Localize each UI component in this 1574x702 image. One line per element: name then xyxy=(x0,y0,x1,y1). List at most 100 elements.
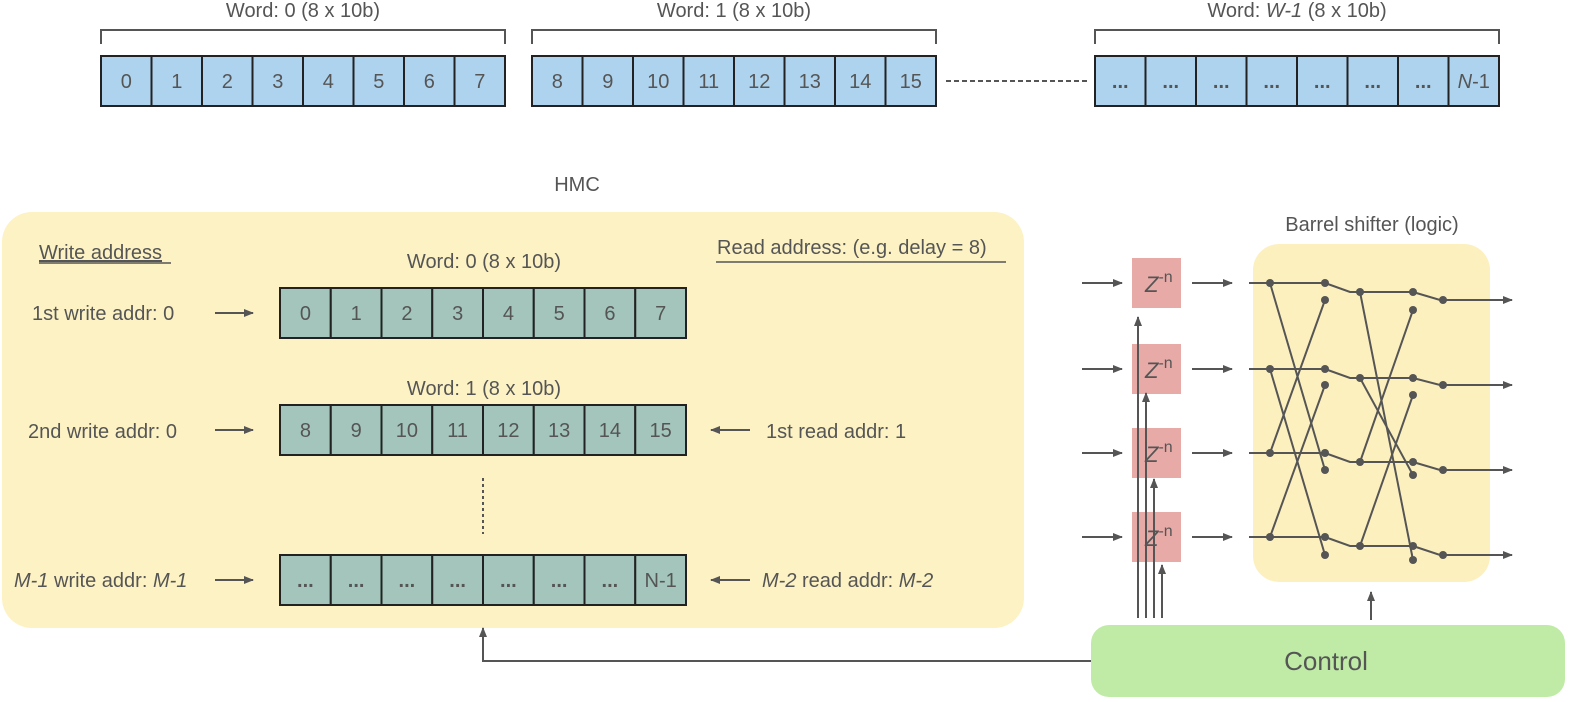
memory-cell xyxy=(279,287,332,339)
memory-cell xyxy=(482,554,535,606)
memory-cell xyxy=(1094,55,1147,107)
memory-cell-label: ... xyxy=(551,570,568,592)
memory-cell-label: ... xyxy=(1112,71,1129,93)
delay-block xyxy=(1132,428,1181,478)
memory-cell xyxy=(531,55,584,107)
delay-block-label: Z-n xyxy=(1144,439,1173,467)
memory-cell xyxy=(453,55,506,107)
memory-cell-label: 15 xyxy=(900,71,922,93)
memory-cell xyxy=(634,554,687,606)
top-word-1-bracket xyxy=(531,29,937,44)
memory-cell xyxy=(583,404,637,456)
memory-cell-label: ... xyxy=(1162,71,1179,93)
memory-cell xyxy=(431,404,484,456)
memory-cell-label: 3 xyxy=(452,303,463,325)
memory-cell xyxy=(380,554,434,606)
write-addr-last-label: M-1 write addr: M-1 xyxy=(14,570,187,592)
memory-cell-label: 0 xyxy=(121,71,132,93)
memory-cell xyxy=(532,287,586,339)
memory-cell-label: 10 xyxy=(396,420,418,442)
memory-cell-label: 15 xyxy=(650,420,672,442)
memory-cell xyxy=(352,55,405,107)
memory-cell-label: 6 xyxy=(604,303,615,325)
memory-cell xyxy=(431,287,484,339)
top-word-0-bracket xyxy=(100,29,506,44)
memory-cell-label: 2 xyxy=(222,71,233,93)
memory-cell-label: 5 xyxy=(554,303,565,325)
top-word-last-bracket xyxy=(1094,29,1500,44)
memory-cell xyxy=(783,55,836,107)
memory-cell xyxy=(100,55,153,107)
memory-cell-label: 9 xyxy=(351,420,362,442)
memory-cell-label: 4 xyxy=(323,71,334,93)
memory-cell xyxy=(302,55,355,107)
control-to-hmc-arrow xyxy=(479,627,1091,662)
barrel-shifter-title: Barrel shifter (logic) xyxy=(1285,214,1458,236)
memory-cell-label: 11 xyxy=(447,420,468,442)
memory-cell xyxy=(380,287,434,339)
memory-cell xyxy=(403,55,456,107)
memory-cell-label: 13 xyxy=(799,71,821,93)
memory-cell xyxy=(532,404,586,456)
memory-cell-label: 14 xyxy=(849,71,871,93)
memory-cell xyxy=(884,55,937,107)
memory-cell-label: ... xyxy=(1415,71,1432,93)
memory-cell xyxy=(1447,55,1500,107)
memory-cell xyxy=(1397,55,1450,107)
memory-cell-label: 14 xyxy=(599,420,621,442)
write-addr-1-label: 1st write addr: 0 xyxy=(32,303,174,325)
memory-cell-label: 12 xyxy=(748,71,770,93)
delay-blocks: Z-nZ-nZ-nZ-n xyxy=(1082,258,1233,562)
delay-block-label: Z-n xyxy=(1144,269,1173,297)
read-addr-1-label: 1st read addr: 1 xyxy=(766,421,906,443)
control-bus xyxy=(1134,316,1166,618)
memory-cell-label: ... xyxy=(500,570,517,592)
memory-cell-label: 7 xyxy=(474,71,485,93)
barrel-shifter-container xyxy=(1253,244,1490,582)
memory-cell xyxy=(150,55,203,107)
hmc-word-0-label: Word: 0 (8 x 10b) xyxy=(407,251,561,273)
memory-cell-label: ... xyxy=(1263,71,1280,93)
hmc-word-1-label: Word: 1 (8 x 10b) xyxy=(407,378,561,400)
memory-cell-label: N-1 xyxy=(645,570,677,592)
memory-cell-label: 1 xyxy=(351,303,362,325)
memory-cell-label: 4 xyxy=(503,303,514,325)
control-label: Control xyxy=(1284,646,1368,676)
memory-cell-label: ... xyxy=(1364,71,1381,93)
memory-cell-label: ... xyxy=(297,570,314,592)
read-address-header: Read address: (e.g. delay = 8) xyxy=(717,237,987,259)
memory-cell xyxy=(1346,55,1399,107)
memory-cell xyxy=(1245,55,1298,107)
memory-cell-label: 8 xyxy=(300,420,311,442)
memory-cell xyxy=(583,554,637,606)
memory-cell-label: 2 xyxy=(401,303,412,325)
memory-cell-label: 13 xyxy=(548,420,570,442)
memory-cell-label: ... xyxy=(348,570,365,592)
delay-block xyxy=(1132,512,1181,562)
memory-cell-label: ... xyxy=(449,570,466,592)
top-word-last-label: Word: W-1 (8 x 10b) xyxy=(1207,0,1386,22)
memory-cell-label: 9 xyxy=(602,71,613,93)
delay-block-label: Z-n xyxy=(1144,355,1173,383)
delay-block xyxy=(1132,258,1181,308)
memory-cell xyxy=(634,287,687,339)
top-word-1-label: Word: 1 (8 x 10b) xyxy=(657,0,811,22)
memory-cell-label: ... xyxy=(1213,71,1230,93)
memory-cell-label: ... xyxy=(602,570,619,592)
memory-cell xyxy=(279,404,332,456)
memory-cell xyxy=(431,554,484,606)
memory-cell xyxy=(581,55,634,107)
memory-cell-label: 6 xyxy=(424,71,435,93)
memory-cell-label: 11 xyxy=(698,71,719,93)
memory-cell xyxy=(201,55,254,107)
read-addr-last-label: M-2 read addr: M-2 xyxy=(762,570,933,592)
write-address-header: Write address xyxy=(39,242,162,264)
memory-cell-label: 5 xyxy=(373,71,384,93)
memory-cell xyxy=(634,404,687,456)
memory-cell-label: 3 xyxy=(272,71,283,93)
memory-cell xyxy=(329,287,383,339)
